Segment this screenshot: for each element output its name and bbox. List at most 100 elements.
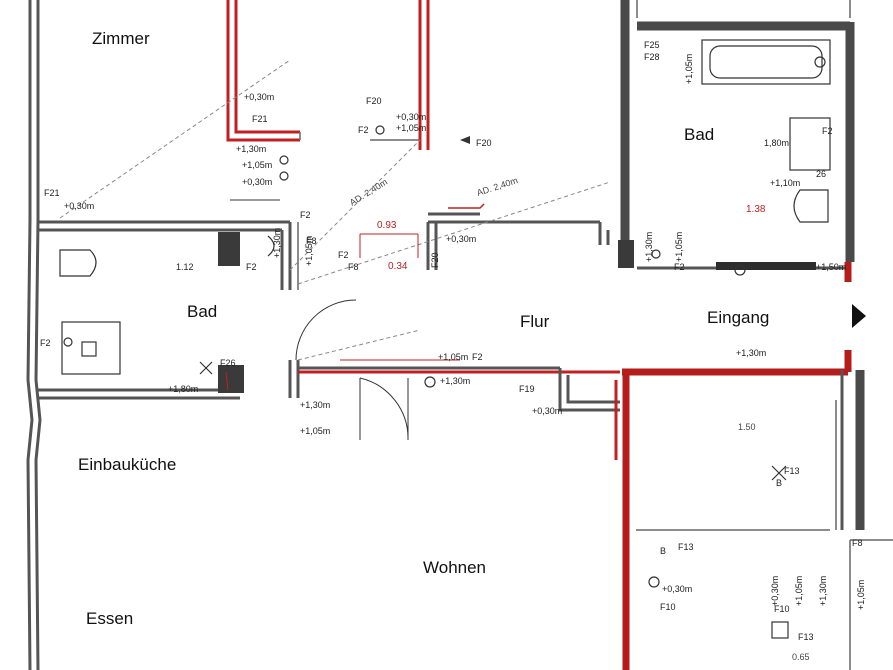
anno-label: +0,30m bbox=[662, 584, 692, 594]
anno-label: F10 bbox=[660, 602, 676, 612]
door-bad-left-arc bbox=[295, 299, 357, 361]
anno-label: F25 bbox=[644, 40, 660, 50]
bad-right-fixtures bbox=[701, 39, 831, 270]
anno-label: +1,10m bbox=[770, 178, 800, 188]
anno-label: +1,50m bbox=[816, 262, 846, 272]
anno-label: F2 bbox=[40, 338, 51, 348]
door-wohnen-arc bbox=[359, 377, 409, 441]
toilet-left bbox=[59, 249, 97, 277]
sink-right bbox=[789, 117, 831, 171]
anno-label: +1,05m bbox=[304, 236, 314, 266]
anno-label: +0,30m bbox=[446, 234, 476, 244]
anno-label: +1,30m bbox=[272, 228, 282, 258]
anno-label: +0,30m bbox=[770, 576, 780, 606]
anno-label: +1,30m bbox=[644, 232, 654, 262]
lower-right-walls bbox=[614, 372, 893, 670]
bad-left-shaft bbox=[218, 232, 240, 266]
anno-label: F2 bbox=[472, 352, 483, 362]
toilet-right bbox=[793, 189, 829, 223]
anno-label: F13 bbox=[678, 542, 694, 552]
socket-icon bbox=[375, 125, 385, 135]
anno-label: F2 bbox=[300, 210, 311, 220]
anno-label: +1,80m bbox=[168, 384, 198, 394]
entrance-door-icon bbox=[852, 304, 866, 328]
anno-label: F13 bbox=[784, 466, 800, 476]
dimension-lines bbox=[225, 233, 460, 391]
anno-label: +1,05m bbox=[396, 123, 426, 133]
anno-label: +1,30m bbox=[236, 144, 266, 154]
anno-label: +1,30m bbox=[300, 400, 330, 410]
room-label-essen: Essen bbox=[86, 609, 133, 628]
room-label-wohnen: Wohnen bbox=[423, 558, 486, 577]
ceiling-light-icon bbox=[771, 465, 787, 481]
doors bbox=[230, 199, 409, 441]
anno-label: B bbox=[776, 478, 782, 488]
anno-label: F2 bbox=[358, 125, 369, 135]
bathtub-drain-icon bbox=[814, 56, 826, 68]
anno-label: +0,30m bbox=[532, 406, 562, 416]
eingang-walls bbox=[622, 262, 866, 530]
anno-label: +0,30m bbox=[244, 92, 274, 102]
socket-icon bbox=[651, 249, 661, 259]
radiator-bar bbox=[716, 262, 816, 270]
anno-dimension: 0.34 bbox=[388, 261, 408, 272]
bathtub-inner bbox=[709, 45, 823, 79]
socket-icon bbox=[279, 171, 289, 181]
bad-right-column bbox=[618, 240, 634, 268]
switch-box-icon bbox=[771, 621, 789, 639]
anno-label: +1,05m bbox=[794, 576, 804, 606]
bathtub-right bbox=[701, 39, 831, 85]
anno-label: F2 bbox=[246, 262, 257, 272]
anno-label: AD. 2,40m bbox=[476, 175, 520, 198]
room-label-zimmer: Zimmer bbox=[92, 29, 150, 48]
anno-label: +1,30m bbox=[818, 576, 828, 606]
anno-label: F21 bbox=[44, 188, 60, 198]
anno-label: F2 bbox=[822, 126, 833, 136]
socket-icon bbox=[648, 576, 660, 588]
anno-label: +0,30m bbox=[396, 112, 426, 122]
bad-left-column bbox=[218, 365, 244, 393]
anno-label: F28 bbox=[644, 52, 660, 62]
bad-left-fixtures bbox=[59, 235, 275, 375]
anno-dimension: 0.93 bbox=[377, 220, 397, 231]
room-label-eingang: Eingang bbox=[707, 308, 769, 327]
anno-label: F8 bbox=[348, 262, 359, 272]
flur-walls bbox=[297, 212, 620, 412]
anno-label: AD. 2,40m bbox=[348, 177, 389, 208]
room-label-bad-right: Bad bbox=[684, 125, 714, 144]
anno-label: F13 bbox=[798, 632, 814, 642]
bad-left-walls bbox=[38, 220, 300, 400]
anno-label: +1,05m bbox=[856, 580, 866, 610]
anno-label: F10 bbox=[774, 604, 790, 614]
switch-icon bbox=[424, 376, 436, 388]
cable-routes bbox=[59, 59, 611, 361]
anno-label: F2 bbox=[674, 262, 685, 272]
anno-label: F2 bbox=[338, 250, 349, 260]
socket-icon bbox=[734, 264, 746, 276]
anno-dimension: 1.38 bbox=[746, 204, 766, 215]
shower-head-icon bbox=[63, 337, 73, 347]
anno-label: F20 bbox=[476, 138, 492, 148]
anno-label: F26 bbox=[220, 358, 236, 368]
room-label-bad-left: Bad bbox=[187, 302, 217, 321]
anno-label: 1,80m bbox=[764, 138, 789, 148]
anno-label: +1,05m bbox=[674, 232, 684, 262]
zimmer-walls bbox=[226, 0, 430, 150]
drain-left bbox=[81, 341, 97, 357]
socket-icon bbox=[279, 155, 289, 165]
outer-wall-left bbox=[26, 0, 42, 670]
anno-label: F21 bbox=[252, 114, 268, 124]
anno-label: +0,30m bbox=[64, 201, 94, 211]
anno-dimension: 1.50 bbox=[738, 422, 756, 432]
anno-label: F20 bbox=[430, 252, 440, 268]
arrow-marker-red bbox=[448, 203, 485, 209]
anno-label: +1,30m bbox=[440, 376, 470, 386]
arrow-marker-icon bbox=[460, 136, 470, 144]
room-label-kueche: Einbauküche bbox=[78, 455, 176, 474]
sink-left bbox=[267, 235, 275, 257]
anno-label: 26 bbox=[816, 169, 826, 179]
shower-tray-left bbox=[61, 321, 121, 375]
anno-label: 1.12 bbox=[176, 262, 194, 272]
